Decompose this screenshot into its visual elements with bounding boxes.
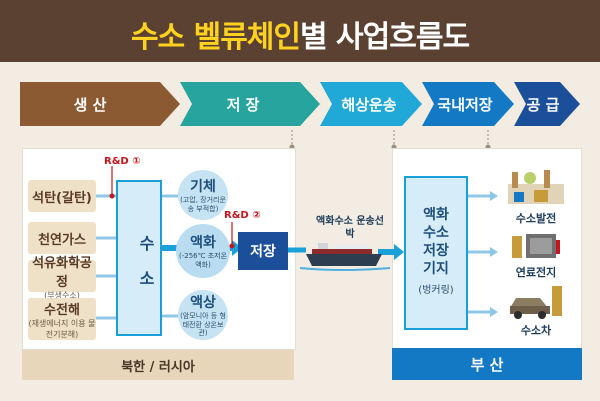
ship-icon — [299, 243, 391, 271]
source-petrochemical-sub: (부생수소) — [44, 290, 80, 300]
hydrogen-box — [116, 180, 162, 336]
source-coal: 석탄(갈탄) — [28, 180, 96, 212]
form-liquid-carrier: 액상 (암모니아 등 형태전환 상온보관) — [178, 290, 228, 340]
form-liquid-carrier-desc: (암모니아 등 형태전환 상온보관) — [180, 311, 226, 338]
origin-label: 북한 / 러시아 — [22, 350, 294, 380]
stage-arrows — [20, 82, 580, 126]
form-gas-label: 기체 — [190, 179, 216, 196]
form-gas: 기체 (고압, 장거리운송 부적합) — [178, 170, 228, 220]
form-gas-desc: (고압, 장거리운송 부적합) — [180, 196, 226, 213]
stage-label-supply: 공 급 — [526, 95, 560, 114]
source-natural-gas-label: 천연가스 — [38, 232, 86, 248]
source-electrolysis-label: 수전해 — [44, 302, 80, 318]
source-petrochemical: 석유화학공정 (부생수소) — [28, 256, 96, 300]
stage-arrow-shipping — [320, 82, 422, 126]
output-fuel-cell-label: 연료전지 — [515, 266, 557, 279]
output-hydrogen-car-label: 수소차 — [520, 324, 552, 337]
output-power-plant-label: 수소발전 — [515, 212, 557, 225]
terminal-line-4: 기지 — [423, 261, 449, 277]
source-petrochemical-label: 석유화학공정 — [32, 255, 92, 290]
title-bar — [0, 0, 600, 62]
fuel-cell-icon — [512, 234, 560, 258]
power-plant-icon — [508, 170, 564, 204]
destination-label: 부 산 — [392, 348, 582, 380]
terminal-line-2: 수소 — [423, 225, 449, 241]
source-coal-label: 석탄(갈탄) — [32, 190, 92, 206]
stage-label-shipping: 해상운송 — [341, 95, 397, 114]
stage-arrow-supply — [514, 82, 580, 126]
terminal-line-1: 액화 — [423, 207, 449, 223]
stage-arrow-production — [20, 82, 180, 126]
hydrogen-car-icon — [510, 286, 562, 319]
terminal-box — [404, 176, 468, 330]
stage-label-domestic-storage: 국내저장 — [437, 95, 493, 114]
form-liquid-carrier-label: 액상 — [190, 294, 216, 311]
terminal-sub: (벙커링) — [418, 285, 454, 296]
form-liquefied-label: 액화 — [190, 235, 216, 252]
source-electrolysis-sub: (재생에너지 이용 물 전기분해) — [28, 318, 96, 339]
stage-arrow-storage — [180, 82, 320, 126]
storage-box: 저장 — [238, 232, 288, 270]
terminal-label: 액화 수소 저장 기지 (벙커링) — [404, 206, 468, 300]
source-electrolysis: 수전해 (재생에너지 이용 물 전기분해) — [28, 298, 96, 340]
stage-label-storage: 저 장 — [226, 95, 260, 114]
terminal-line-3: 저장 — [423, 243, 449, 259]
stage-arrow-domestic-storage — [422, 82, 514, 126]
form-liquefied: 액화 (-256℃ 초저온 액화) — [176, 224, 230, 278]
rd-1-label: R&D ① — [104, 156, 141, 167]
rd-2-label: R&D ② — [224, 210, 261, 221]
page-title: 수소 벨류체인별 사업흐름도 — [0, 12, 600, 56]
ship-label: 액화수소 운송선박 — [316, 216, 384, 240]
stage-label-production: 생 산 — [73, 95, 107, 114]
title-part-1: 수소 벨류체인 — [130, 20, 301, 55]
form-liquefied-desc: (-256℃ 초저온 액화) — [178, 252, 228, 269]
source-natural-gas: 천연가스 — [28, 222, 96, 254]
title-part-2: 별 사업흐름도 — [300, 20, 470, 55]
hydrogen-label: 수 소 — [136, 234, 155, 286]
